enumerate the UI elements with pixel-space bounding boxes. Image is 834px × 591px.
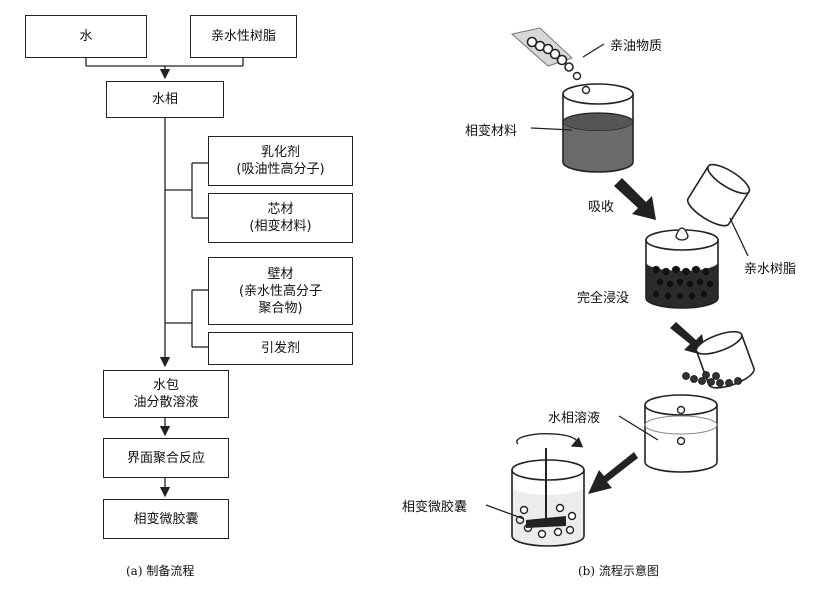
label-pcm: 相变材料 xyxy=(465,124,518,139)
label-water-phase-solution: 水相溶液 xyxy=(548,411,601,426)
microcapsule-label: 相变微胶囊 xyxy=(133,511,199,527)
interfacial-polymerization-label: 界面聚合反应 xyxy=(126,450,205,466)
label-fully-immersed: 完全浸没 xyxy=(577,291,630,306)
core-material-box: 芯材 (相变材料) xyxy=(208,193,353,243)
water-phase-box: 水相 xyxy=(106,81,224,118)
hydrophilic-resin-label: 亲水性树脂 xyxy=(210,29,276,44)
pcm-pointer xyxy=(530,127,573,131)
hydrophilic-resin-box: 亲水性树脂 xyxy=(190,15,297,58)
lipophilic-packet-graphic xyxy=(510,27,582,81)
lipophilic-pointer xyxy=(582,43,605,58)
microcapsule-beaker-graphic xyxy=(511,433,585,547)
immersed-beaker-graphic xyxy=(645,227,719,309)
dispersion-label: 水包 油分散溶液 xyxy=(133,378,199,410)
emulsifier-label: 乳化剂 (吸油性高分子) xyxy=(236,145,325,177)
dispersion-box: 水包 油分散溶液 xyxy=(103,370,229,418)
resin-pointer xyxy=(729,217,749,257)
wall-material-box: 壁材 (亲水性高分子 聚合物) xyxy=(208,257,353,325)
pcm-beaker-graphic xyxy=(562,83,634,173)
resin-container-graphic xyxy=(686,163,751,227)
pouring-container-graphic xyxy=(695,330,755,389)
initiator-box: 引发剂 xyxy=(208,332,353,365)
label-lipophilic: 亲油物质 xyxy=(610,39,663,54)
emulsifier-box: 乳化剂 (吸油性高分子) xyxy=(208,136,353,186)
microcapsule-pointer xyxy=(485,504,525,520)
caption-b: (b) 流程示意图 xyxy=(578,564,659,578)
water-phase-beaker-graphic xyxy=(644,394,718,473)
water-box: 水 xyxy=(25,15,147,58)
absorb-arrow xyxy=(614,178,656,220)
initiator-label: 引发剂 xyxy=(260,341,300,356)
water-phase-label: 水相 xyxy=(151,92,178,107)
interfacial-polymerization-box: 界面聚合反应 xyxy=(103,438,229,478)
label-hydrophilic-resin: 亲水树脂 xyxy=(744,262,797,277)
core-material-label: 芯材 (相变材料) xyxy=(249,202,312,234)
microcapsule-box: 相变微胶囊 xyxy=(103,499,229,539)
water-label: 水 xyxy=(79,29,93,44)
wall-material-label: 壁材 (亲水性高分子 聚合物) xyxy=(238,266,323,316)
label-pcm-microcapsule: 相变微胶囊 xyxy=(402,500,468,515)
water-phase-pointer xyxy=(618,415,659,441)
poured-spheres-graphic xyxy=(682,371,742,387)
final-arrow xyxy=(588,452,638,494)
caption-a: (a) 制备流程 xyxy=(126,564,195,578)
label-absorb: 吸收 xyxy=(588,200,615,215)
